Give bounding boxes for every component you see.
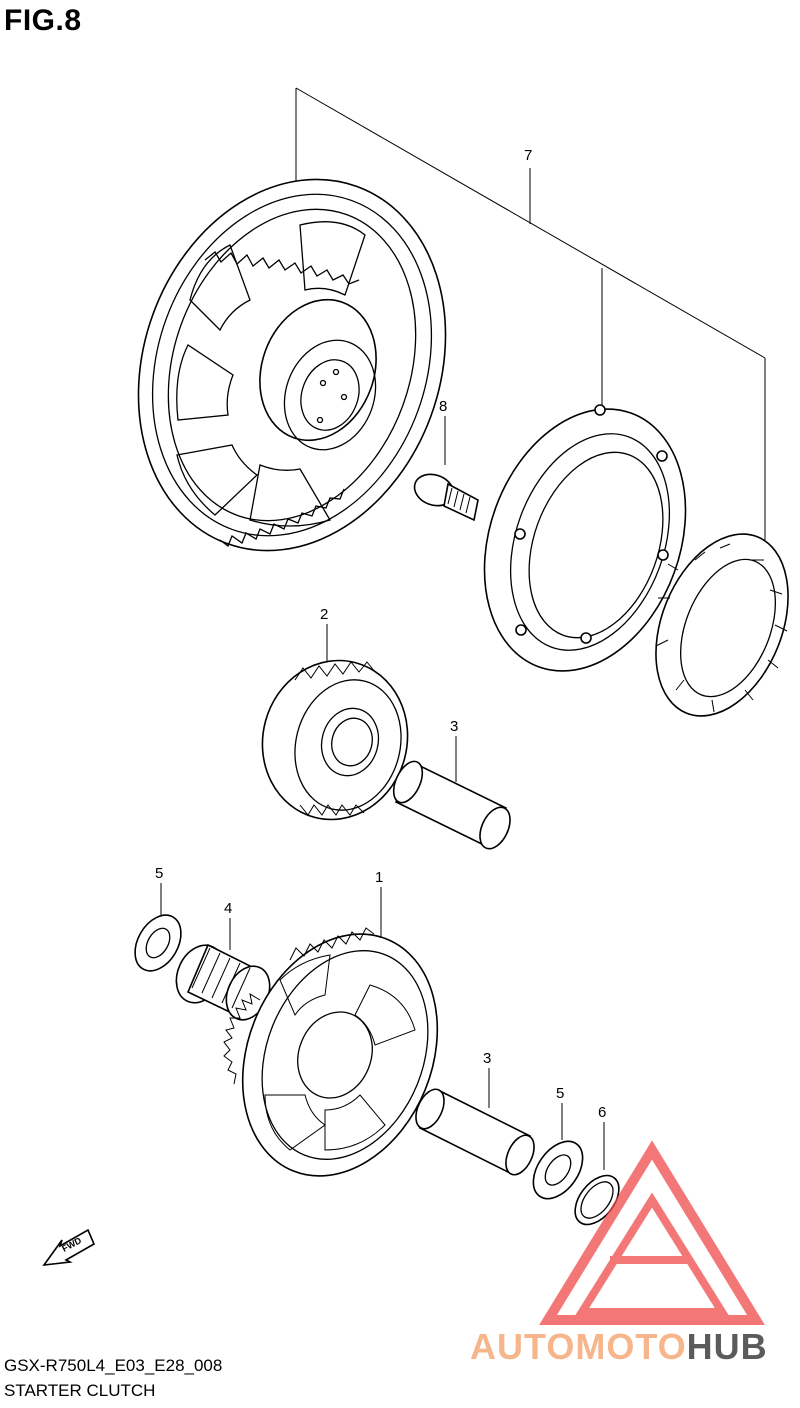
idle-gear[interactable] <box>245 624 426 836</box>
clutch-housing[interactable] <box>450 381 721 700</box>
callout-5-left: 5 <box>155 865 163 882</box>
washer-left[interactable] <box>126 883 191 979</box>
gear-teeth-outer <box>204 251 360 548</box>
callout-8: 8 <box>439 398 447 415</box>
washer-right[interactable] <box>523 1103 592 1208</box>
needle-bearing[interactable] <box>167 918 278 1027</box>
callout-3-upper: 3 <box>450 718 458 735</box>
one-way-clutch-cage[interactable] <box>631 514 800 735</box>
callout-4: 4 <box>224 900 232 917</box>
idle-gear-shaft-upper[interactable] <box>388 736 516 853</box>
callout-5-right: 5 <box>556 1085 564 1102</box>
brand-part1: AUTOMOTO <box>470 1326 687 1367</box>
fwd-arrow-icon: FWD <box>42 1228 96 1267</box>
figure-title: FIG.8 <box>4 4 82 37</box>
callout-7: 7 <box>524 147 532 164</box>
clutch-bolt[interactable] <box>410 416 479 522</box>
callout-1: 1 <box>375 869 383 886</box>
model-code: GSX-R750L4_E03_E28_008 <box>4 1356 223 1375</box>
brand-part2: HUB <box>686 1326 768 1367</box>
watermark-logo <box>539 1140 765 1325</box>
watermark-brand: AUTOMOTOHUB <box>470 1326 768 1368</box>
starter-clutch-gear[interactable] <box>88 136 496 594</box>
leader-lines-7 <box>295 87 766 540</box>
callout-3-lower: 3 <box>483 1050 491 1067</box>
callout-6: 6 <box>598 1104 606 1121</box>
callout-2: 2 <box>320 606 328 623</box>
diagram-caption: STARTER CLUTCH <box>4 1381 156 1400</box>
starter-idle-gear[interactable] <box>208 887 472 1205</box>
idle-gear-shaft-lower[interactable] <box>410 1068 540 1179</box>
